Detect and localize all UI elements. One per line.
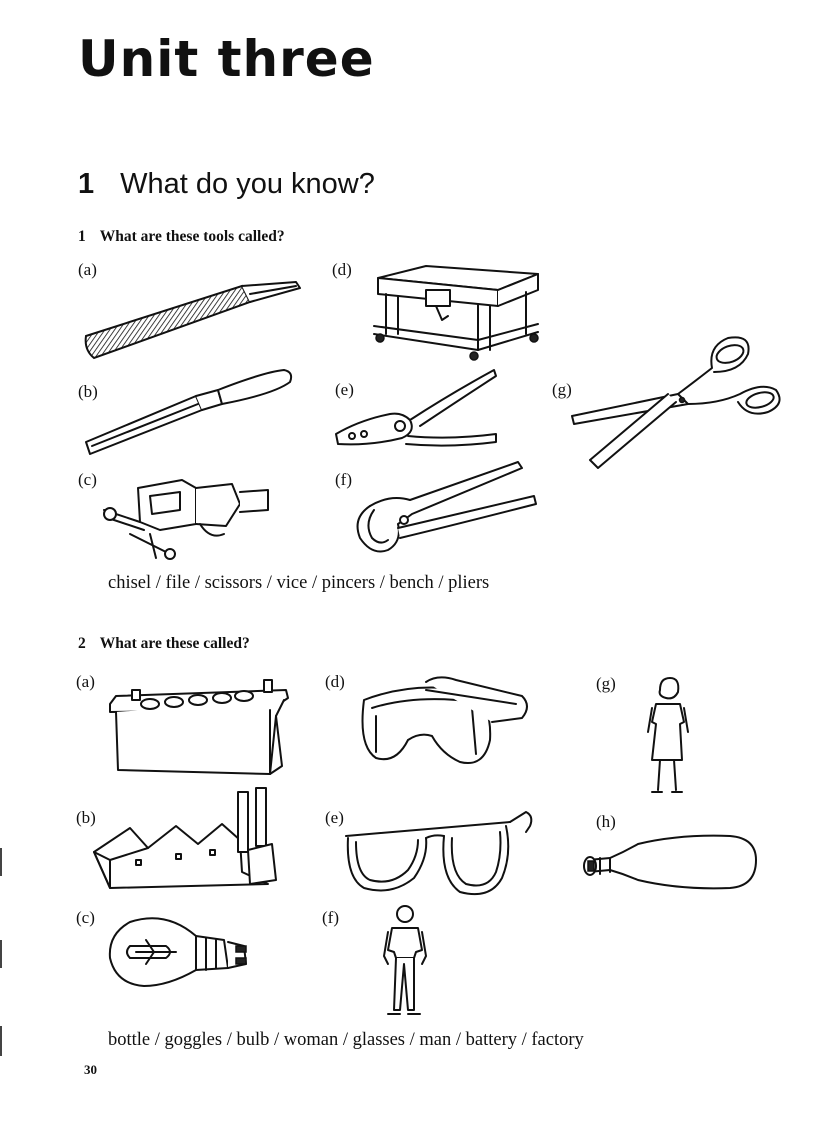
woman-icon: [644, 676, 692, 798]
exercise-2-word-list: bottle / goggles / bulb / woman / glasse…: [108, 1030, 584, 1050]
bench-icon: [368, 264, 546, 362]
scan-edge-mark: [0, 1026, 2, 1056]
scan-edge-mark: [0, 848, 2, 876]
scissors-icon: [568, 332, 788, 472]
item-label-c: (c): [76, 908, 95, 927]
tool-label-f: (f): [335, 470, 352, 489]
exercise-1-question: 1 What are these tools called?: [78, 228, 285, 246]
bottle-icon: [580, 830, 760, 892]
goggles-icon: [356, 672, 534, 772]
section-number: 1: [78, 168, 95, 200]
unit-title: Unit three: [78, 30, 375, 88]
tool-label-b: (b): [78, 382, 98, 401]
item-label-a: (a): [76, 672, 95, 691]
section-heading: 1 What do you know?: [78, 168, 375, 201]
factory-icon: [90, 780, 282, 894]
item-label-g: (g): [596, 674, 616, 693]
tool-label-a: (a): [78, 260, 97, 279]
item-label-d: (d): [325, 672, 345, 691]
glasses-icon: [340, 808, 538, 902]
vice-icon: [100, 474, 272, 560]
chisel-icon: [84, 366, 296, 456]
tool-label-c: (c): [78, 470, 97, 489]
tool-label-e: (e): [335, 380, 354, 399]
pliers-icon: [330, 364, 500, 452]
file-icon: [82, 278, 304, 366]
section-title: What do you know?: [120, 168, 375, 200]
exercise-1-word-list: chisel / file / scissors / vice / pincer…: [108, 573, 490, 593]
tool-label-d: (d): [332, 260, 352, 279]
pincers-icon: [350, 458, 542, 558]
exercise-1-prompt: What are these tools called?: [99, 228, 285, 245]
exercise-2-question: 2 What are these called?: [78, 635, 250, 653]
scan-edge-mark: [0, 940, 2, 968]
exercise-2-number: 2: [78, 635, 86, 652]
tool-label-g: (g): [552, 380, 572, 399]
exercise-1-number: 1: [78, 228, 86, 245]
item-label-h: (h): [596, 812, 616, 831]
man-icon: [378, 902, 432, 1020]
page-number: 30: [84, 1062, 97, 1077]
bulb-icon: [106, 916, 256, 990]
exercise-2-prompt: What are these called?: [99, 635, 250, 652]
battery-icon: [104, 676, 294, 780]
item-label-b: (b): [76, 808, 96, 827]
item-label-f: (f): [322, 908, 339, 927]
item-label-e: (e): [325, 808, 344, 827]
